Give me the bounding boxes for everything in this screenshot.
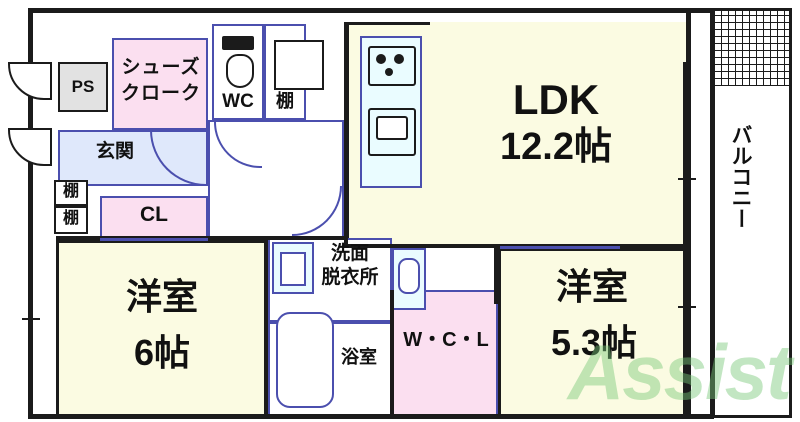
sink-basin [376,116,408,140]
window-left-2 [22,318,40,320]
hatch-box-top [274,40,324,90]
window-right-1 [686,160,689,202]
toilet-bowl [226,54,254,88]
room-ldk-top [430,22,686,62]
vanity-bowl [398,258,420,294]
wall-balcony-left [710,8,714,419]
label-genkan: 玄関 [95,141,134,162]
window-right-2 [678,178,696,180]
room-youshitsu-6 [56,240,268,418]
balcony-hatch [714,10,790,86]
window-right-3 [678,306,696,308]
wall-top [28,8,714,13]
washbasin-bowl [280,252,306,286]
label-room53-size: 5.3帖 [550,322,638,363]
label-shoes-line1: シューズ [121,57,201,78]
door-entry-inner [8,128,52,166]
wall-left [28,8,33,419]
label-room6-name: 洋室 [125,276,198,317]
stove-icon [368,46,416,86]
door-entry-outer [8,62,52,100]
wall-bottom [28,414,714,419]
label-room6-size: 6帖 [133,332,191,373]
label-ldk-name: LDK [512,76,600,123]
label-senmen-line2: 脱衣所 [321,267,379,288]
wall-left-upper-notch [28,8,56,13]
label-tana-2: 棚 [62,210,79,227]
wall-room53-left [494,248,500,304]
label-wc: WC [222,91,254,112]
wall-right [686,8,691,419]
label-wcl: W・C・L [403,329,489,351]
wall-room6-right [264,240,268,418]
wall-ldk-left [344,22,348,248]
label-tana-1: 棚 [62,183,79,200]
sliding-door-room6 [100,238,208,241]
label-ps: PS [71,77,95,96]
label-ldk-size: 12.2帖 [500,126,612,168]
room-ps [58,62,108,112]
label-tana-wc: 棚 [276,91,294,111]
stove-burner-1 [376,54,386,64]
bathtub-icon [276,312,334,408]
stove-burner-3 [385,68,393,76]
label-balcony: バルコニー [729,124,752,229]
label-cl: CL [140,203,168,226]
toilet-tank [222,36,254,50]
label-shoes-line2: クローク [120,83,201,104]
room-tana-1 [54,180,88,206]
wall-wcl-left [390,290,394,418]
label-room53-name: 洋室 [555,266,628,307]
room-tana-2 [54,206,88,234]
wall-hall-bottom [208,236,348,240]
stove-burner-2 [394,54,404,64]
label-senmen-line1: 洗面 [330,243,369,264]
sliding-door-room53 [500,246,620,249]
room-wcl [392,290,498,418]
label-yokushitsu: 浴室 [341,347,377,367]
